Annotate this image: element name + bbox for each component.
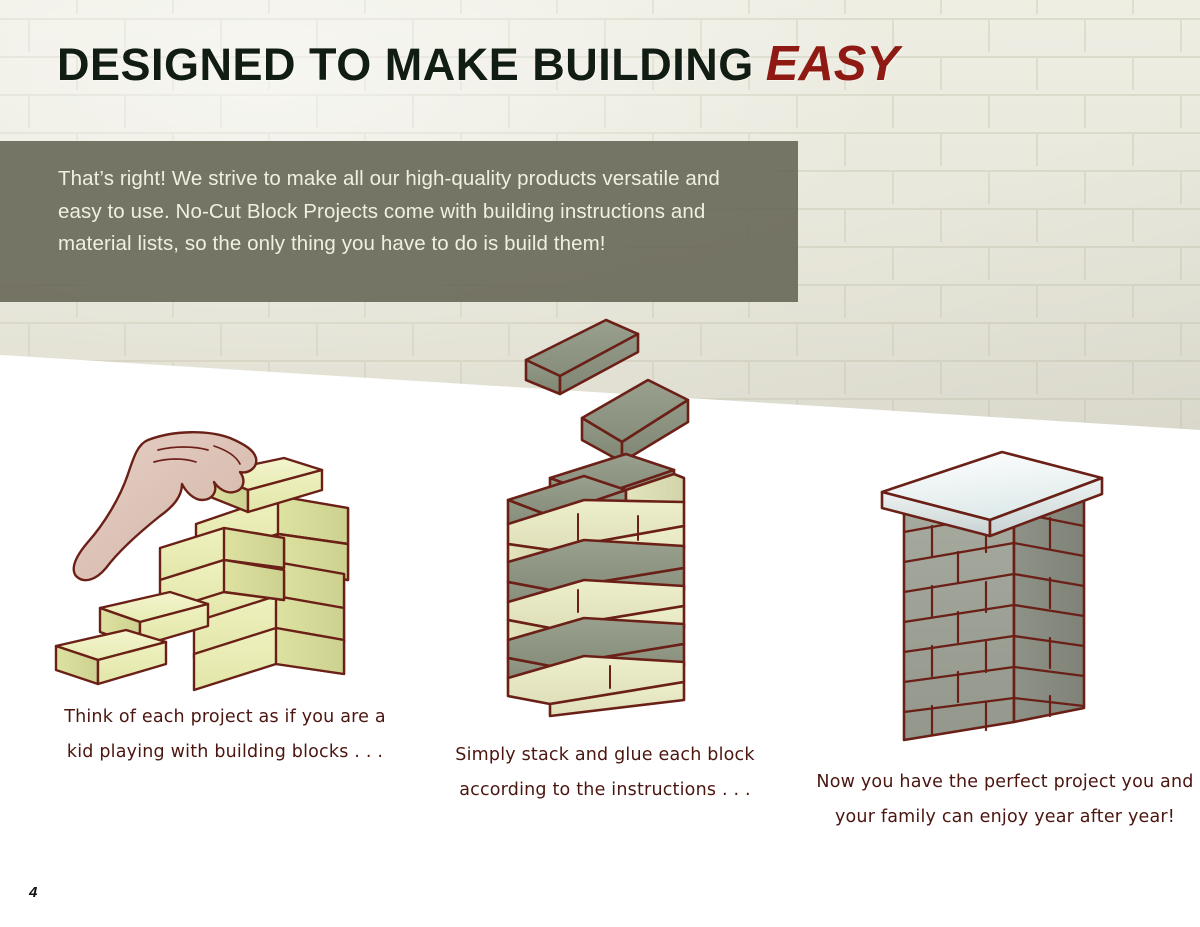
figure-caption-3-line1: Now you have the perfect project you and <box>816 772 1194 792</box>
figure-caption-1-line1: Think of each project as if you are a <box>64 707 386 727</box>
page-title-emphasis: EASY <box>765 37 900 91</box>
illustration-finished-pillar <box>880 450 1104 742</box>
figure-caption-2: Simply stack and glue each block accordi… <box>440 738 770 808</box>
intro-text-band: That’s right! We strive to make all our … <box>0 141 798 302</box>
figure-caption-2-line2: according to the instructions . . . <box>459 780 751 800</box>
figure-caption-3: Now you have the perfect project you and… <box>810 765 1200 835</box>
illustration-hand-stacking-blocks <box>54 431 350 692</box>
intro-paragraph: That’s right! We strive to make all our … <box>58 167 720 255</box>
figure-caption-1: Think of each project as if you are a ki… <box>30 700 420 770</box>
figure-caption-3-line2: your family can enjoy year after year! <box>834 807 1176 827</box>
page-title-main: DESIGNED TO MAKE BUILDING <box>57 39 754 90</box>
illustration-stacking-stone-blocks <box>506 318 690 718</box>
figure-caption-1-line2: kid playing with building blocks . . . <box>66 742 384 762</box>
figure-caption-2-line1: Simply stack and glue each block <box>455 745 755 765</box>
page-number: 4 <box>29 884 38 901</box>
